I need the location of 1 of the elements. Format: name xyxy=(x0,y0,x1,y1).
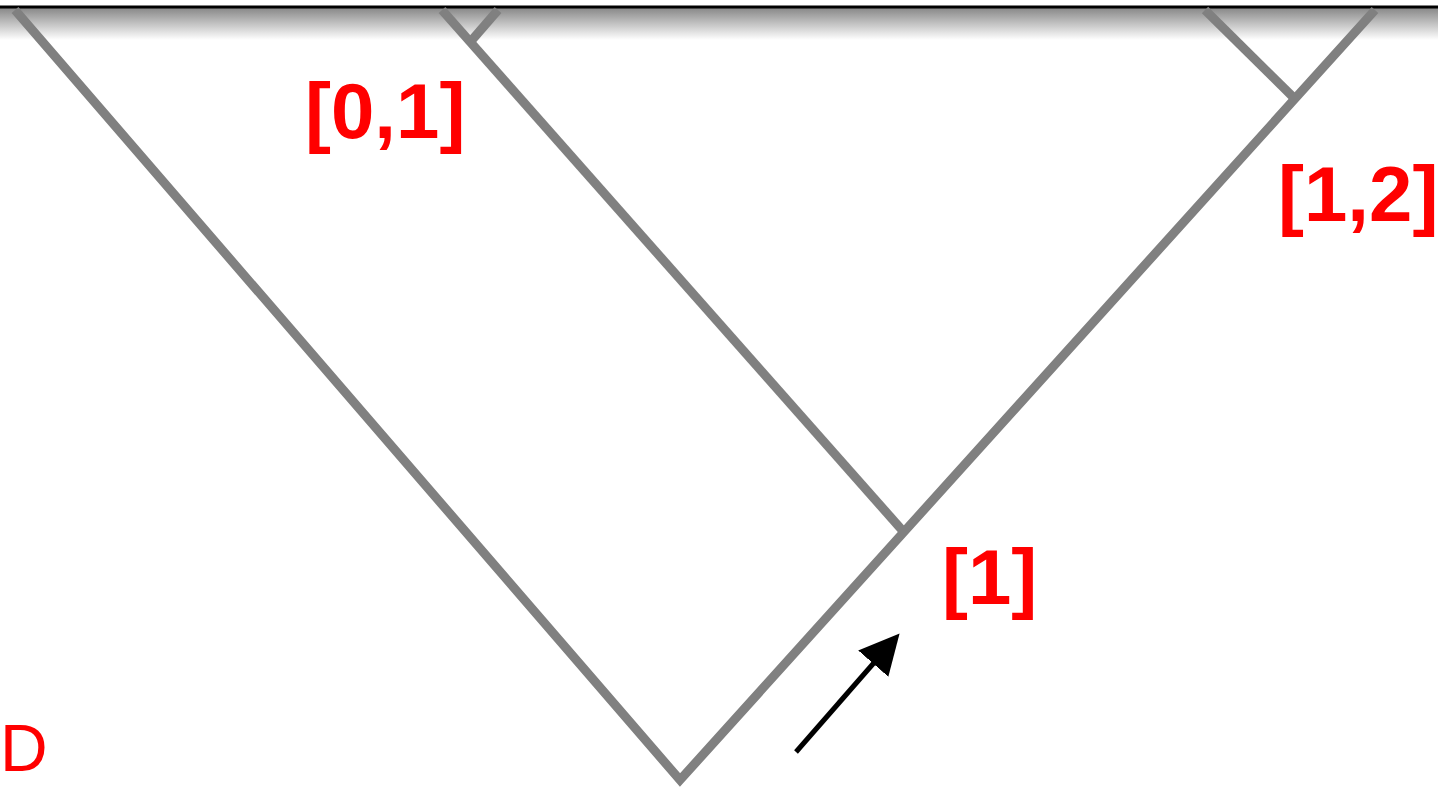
label: D xyxy=(0,715,48,781)
